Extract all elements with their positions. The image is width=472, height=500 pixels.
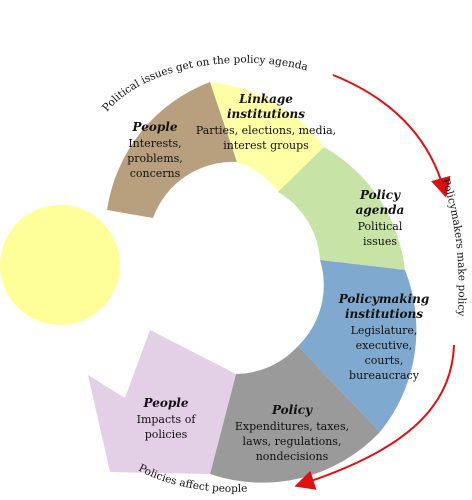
yellow-circle <box>0 205 120 325</box>
policymaking-body-line-2: executive, <box>356 339 413 352</box>
segment-people-bottom <box>88 330 236 474</box>
people-bottom-body-line-1: Impacts of <box>137 413 197 426</box>
people-top-body-line-1: Interests, <box>128 137 181 150</box>
arc-label-right-path: Policymakers make policy <box>439 177 468 317</box>
segment-linkage <box>210 82 324 192</box>
people-bottom-body-line-2: policies <box>145 428 188 441</box>
people-top-body-line-3: concerns <box>130 167 181 180</box>
arrow-top-right <box>332 74 451 198</box>
agenda-body-line-1: Political <box>358 220 403 233</box>
people-top-body-line-2: problems, <box>127 152 183 165</box>
agenda-body-line-2: issues <box>363 235 397 248</box>
policymaking-title-line-1: Policymaking <box>338 292 430 306</box>
people-bottom-title: People <box>143 396 189 410</box>
policymaking-title-line-2: institutions <box>345 307 423 321</box>
segment-policymaking <box>298 260 417 432</box>
segment-people-top <box>107 82 237 218</box>
policy-body-line-1: Expenditures, taxes, <box>235 420 349 433</box>
agenda-title-line-2: agenda <box>356 203 405 217</box>
agenda-title-line-1: Policy <box>359 188 401 202</box>
arc-label-right: Policymakers make policy <box>439 177 468 317</box>
linkage-title-line-2: institutions <box>227 107 305 121</box>
segment-agenda <box>278 147 405 270</box>
policy-title: Policy <box>271 403 313 417</box>
policy-body-line-2: laws, regulations, <box>243 435 342 448</box>
segment-policy <box>210 346 380 483</box>
policymaking-body-line-4: bureaucracy <box>349 369 420 382</box>
policymaking-body-line-1: Legislature, <box>351 324 418 337</box>
linkage-body-line-1: Parties, elections, media, <box>196 124 336 137</box>
policymaking-body-line-3: courts, <box>365 354 404 367</box>
people-top-title: People <box>132 120 178 134</box>
linkage-title-line-1: Linkage <box>238 92 293 106</box>
arrow-bottom-right <box>294 344 455 490</box>
linkage-body-line-2: interest groups <box>223 139 309 152</box>
policy-body-line-3: nondecisions <box>256 450 329 463</box>
